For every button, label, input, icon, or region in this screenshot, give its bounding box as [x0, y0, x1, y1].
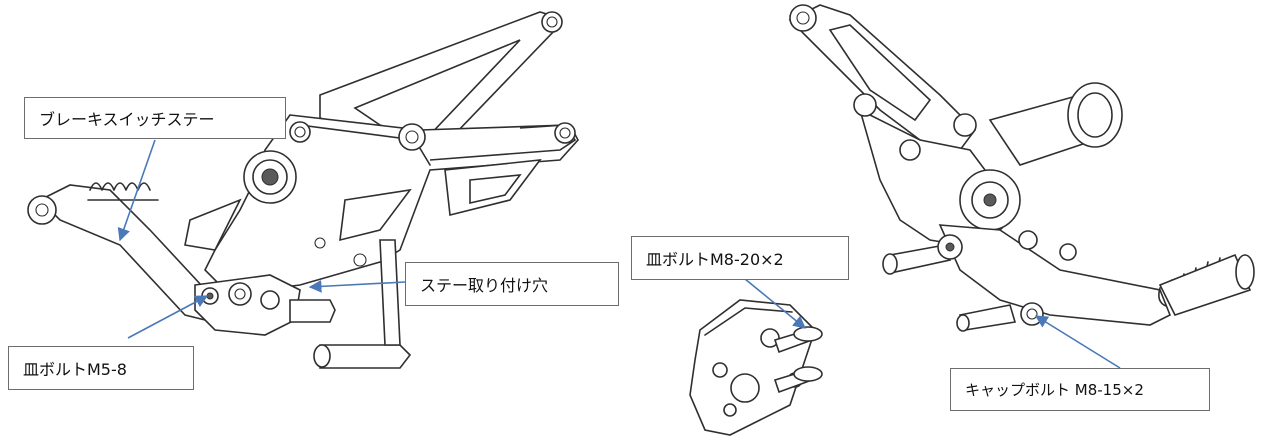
arrow-stay-mount-hole	[308, 280, 406, 293]
callout-cap-bolt-m8: キャップボルト M8-15×2	[950, 368, 1210, 411]
arrow-cap-bolt-m8	[1034, 315, 1121, 369]
callout-stay-mount-hole-text: ステー取り付け穴	[420, 276, 549, 295]
arrow-flat-bolt-m5	[127, 295, 209, 339]
arrow-brake-switch-stay	[117, 139, 156, 242]
adapter-plate-drawing	[689, 299, 823, 436]
callout-cap-bolt-m8-text: キャップボルト M8-15×2	[965, 381, 1144, 399]
left-rearset-drawing	[27, 11, 579, 369]
callout-stay-mount-hole: ステー取り付け穴	[405, 262, 619, 306]
right-rearset-drawing	[788, 4, 1255, 332]
callout-brake-switch-stay: ブレーキスイッチステー	[24, 97, 286, 139]
callout-flat-bolt-m8: 皿ボルトM8-20×2	[631, 236, 849, 280]
callout-flat-bolt-m5: 皿ボルトM5-8	[8, 346, 194, 390]
callout-flat-bolt-m5-text: 皿ボルトM5-8	[23, 360, 127, 379]
callout-brake-switch-stay-text: ブレーキスイッチステー	[39, 110, 215, 129]
callout-flat-bolt-m8-text: 皿ボルトM8-20×2	[646, 250, 784, 269]
arrow-flat-bolt-m8	[744, 278, 806, 329]
